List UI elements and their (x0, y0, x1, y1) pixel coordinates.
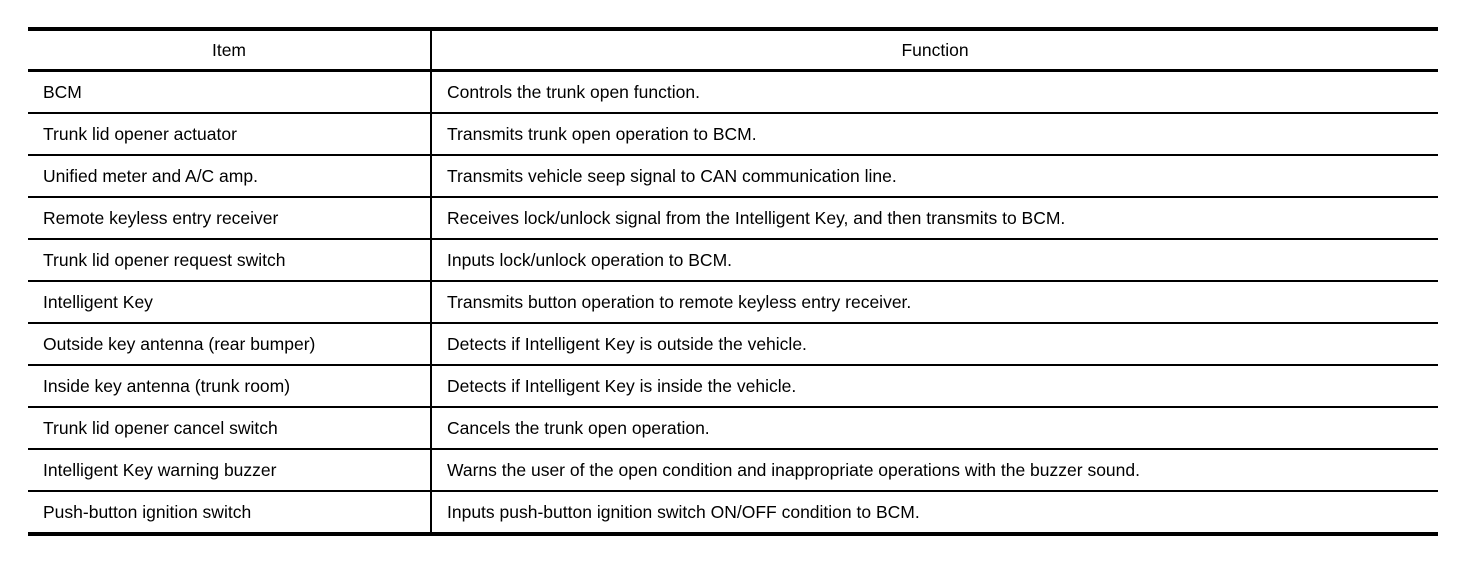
table-row: Intelligent Key Transmits button operati… (28, 281, 1438, 324)
item-cell: Push-button ignition switch (28, 491, 432, 534)
function-cell: Cancels the trunk open operation. (431, 407, 1438, 450)
table-row: Trunk lid opener request switch Inputs l… (28, 239, 1438, 282)
function-cell: Transmits vehicle seep signal to CAN com… (431, 155, 1438, 198)
table-row: Outside key antenna (rear bumper) Detect… (28, 323, 1438, 366)
item-cell: Remote keyless entry receiver (28, 197, 432, 240)
function-cell: Inputs push-button ignition switch ON/OF… (447, 501, 920, 522)
function-cell: Receives lock/unlock signal from the Int… (431, 197, 1438, 240)
item-cell: Intelligent Key (28, 281, 432, 324)
function-cell: Warns the user of the open condition and… (431, 449, 1438, 492)
item-cell: Trunk lid opener request switch (28, 239, 432, 282)
item-cell: Outside key antenna (rear bumper) (28, 323, 432, 366)
function-cell: Transmits button operation to remote key… (431, 281, 1438, 324)
item-cell: BCM (28, 70, 432, 114)
table-row: Unified meter and A/C amp. Transmits veh… (28, 155, 1438, 198)
item-function-table: Item Function BCM Controls the trunk ope… (28, 27, 1438, 536)
function-cell: Detects if Intelligent Key is outside th… (431, 323, 1438, 366)
item-cell: Trunk lid opener actuator (28, 113, 432, 156)
header-cell-item: Item (28, 29, 432, 72)
function-cell: Inputs lock/unlock operation to BCM. (431, 239, 1438, 282)
header-row: Item Function (28, 29, 1438, 72)
function-cell: Detects if Intelligent Key is inside the… (431, 365, 1438, 408)
function-cell: Transmits trunk open operation to BCM. (431, 113, 1438, 156)
table-row: Trunk lid opener cancel switch Cancels t… (28, 407, 1438, 450)
table-row: BCM Controls the trunk open function. (28, 70, 1438, 114)
function-cell: Controls the trunk open function. (431, 70, 1438, 114)
table-header: Item Function (28, 29, 1438, 72)
header-cell-function: Function (431, 29, 1438, 72)
table-body: BCM Controls the trunk open function. Tr… (28, 70, 1438, 534)
table-row: Trunk lid opener actuator Transmits trun… (28, 113, 1438, 156)
item-cell: Trunk lid opener cancel switch (28, 407, 432, 450)
table-row: Inside key antenna (trunk room) Detects … (28, 365, 1438, 408)
table-row: Remote keyless entry receiver Receives l… (28, 197, 1438, 240)
item-cell: Unified meter and A/C amp. (28, 155, 432, 198)
item-cell: Intelligent Key warning buzzer (28, 449, 432, 492)
table-row: Intelligent Key warning buzzer Warns the… (28, 449, 1438, 492)
table-row: Push-button ignition switch Inputs push-… (28, 491, 1438, 534)
item-cell: Inside key antenna (trunk room) (28, 365, 432, 408)
